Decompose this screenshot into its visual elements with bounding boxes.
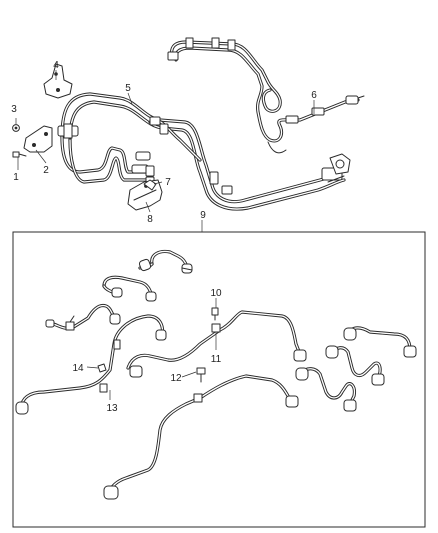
callout-10: 10 bbox=[210, 288, 222, 299]
part-7-clip bbox=[143, 179, 157, 191]
callout-11: 11 bbox=[211, 354, 222, 365]
callout-8: 8 bbox=[147, 214, 153, 225]
upper-fuel-line-assembly bbox=[12, 37, 365, 211]
callout-6: 6 bbox=[311, 90, 317, 101]
part-3-nut bbox=[12, 124, 20, 132]
callout-1: 1 bbox=[13, 172, 19, 183]
injection-line-left-upper bbox=[45, 303, 121, 331]
part-10-fitting bbox=[211, 307, 219, 321]
part-6-vapor-line bbox=[167, 37, 365, 154]
leader-lines bbox=[15, 70, 315, 400]
callout-5: 5 bbox=[125, 83, 131, 94]
injection-line-right-upper bbox=[343, 326, 417, 358]
callout-3: 3 bbox=[11, 104, 17, 115]
callout-4: 4 bbox=[53, 60, 59, 71]
injection-line-short-mid bbox=[102, 275, 157, 302]
callout-12: 12 bbox=[170, 373, 182, 384]
part-4-bracket bbox=[43, 63, 73, 99]
callout-14: 14 bbox=[72, 363, 84, 374]
part-1-bolt bbox=[12, 151, 27, 158]
part-14-clip bbox=[97, 363, 107, 373]
callout-labels: 1 2 3 4 5 6 7 8 9 10 11 12 13 14 bbox=[11, 60, 317, 414]
injection-line-long-lower bbox=[103, 374, 299, 500]
part-5-fuel-tube-bundle bbox=[57, 92, 351, 211]
part-13-injection-line bbox=[15, 314, 167, 415]
injection-line-short-upper bbox=[138, 249, 193, 274]
injection-line-right-mid bbox=[325, 345, 385, 386]
part-9-injection-lines-frame bbox=[12, 231, 426, 528]
injection-line-right-lower bbox=[295, 367, 357, 412]
part-9-injection-lines bbox=[15, 249, 417, 500]
callout-9: 9 bbox=[200, 210, 206, 221]
callout-7: 7 bbox=[165, 177, 171, 188]
callout-13: 13 bbox=[106, 403, 118, 414]
part-2-mounting-bracket bbox=[23, 125, 53, 153]
part-11-injection-line bbox=[126, 310, 307, 378]
callout-2: 2 bbox=[43, 165, 49, 176]
part-12-bolt bbox=[196, 367, 206, 383]
